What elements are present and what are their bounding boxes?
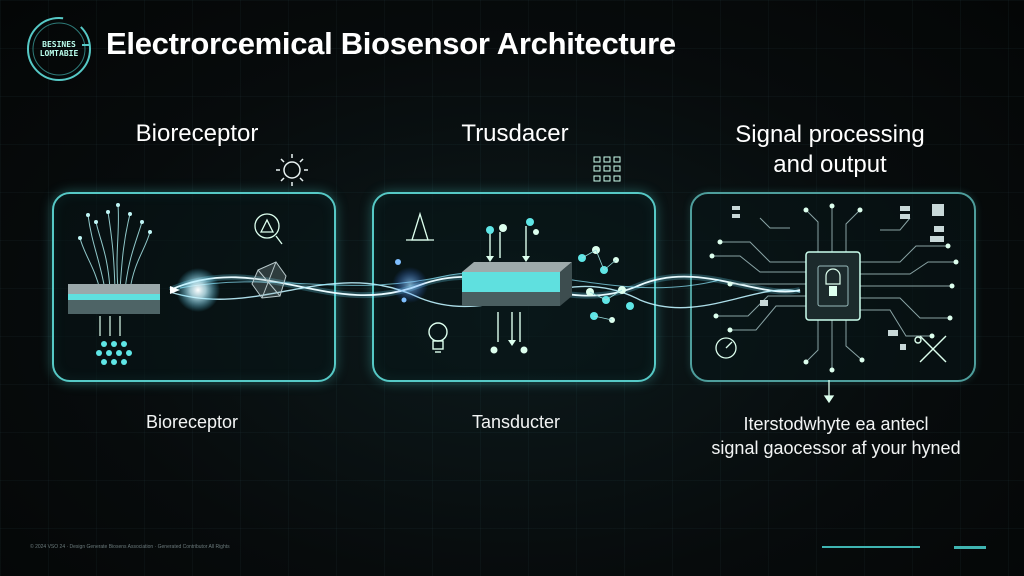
widget-grid-icon: [594, 157, 620, 181]
caption-line-1: Iterstodwhyte ea antecl: [690, 412, 982, 436]
bioreceptor-tendrils-icon: [80, 205, 150, 290]
footer-accent-bar-short: [954, 546, 986, 549]
caption-transducer: Tansducter: [436, 412, 596, 433]
transducer-block: [462, 262, 572, 306]
footer-text: © 2024 VSO 24 · Design Generate Biosens …: [30, 544, 230, 550]
caption-signal-processing: Iterstodwhyte ea antecl signal gaocessor…: [690, 412, 982, 460]
pipette-icon: [406, 214, 434, 240]
footer-accent-bar: [822, 546, 920, 548]
caption-bioreceptor: Bioreceptor: [112, 412, 272, 433]
tools-cross-icon: [915, 336, 946, 362]
analyte-bubble-icon: [255, 214, 282, 244]
analyte-crystal-icon: [252, 262, 286, 298]
output-arrow-icon: [825, 380, 833, 402]
lightbulb-icon: [429, 323, 447, 352]
gauge-icon: [716, 338, 736, 358]
caption-line-2: signal gaocessor af your hyned: [690, 436, 982, 460]
bioreceptor-pins: [100, 316, 120, 336]
processor-chip-icon: [806, 252, 860, 320]
transducer-glow: [392, 267, 428, 303]
emission-glow: [176, 268, 220, 312]
bioreceptor-particles: [96, 341, 132, 365]
sun-icon: [276, 154, 308, 186]
bioreceptor-substrate: [68, 284, 160, 314]
